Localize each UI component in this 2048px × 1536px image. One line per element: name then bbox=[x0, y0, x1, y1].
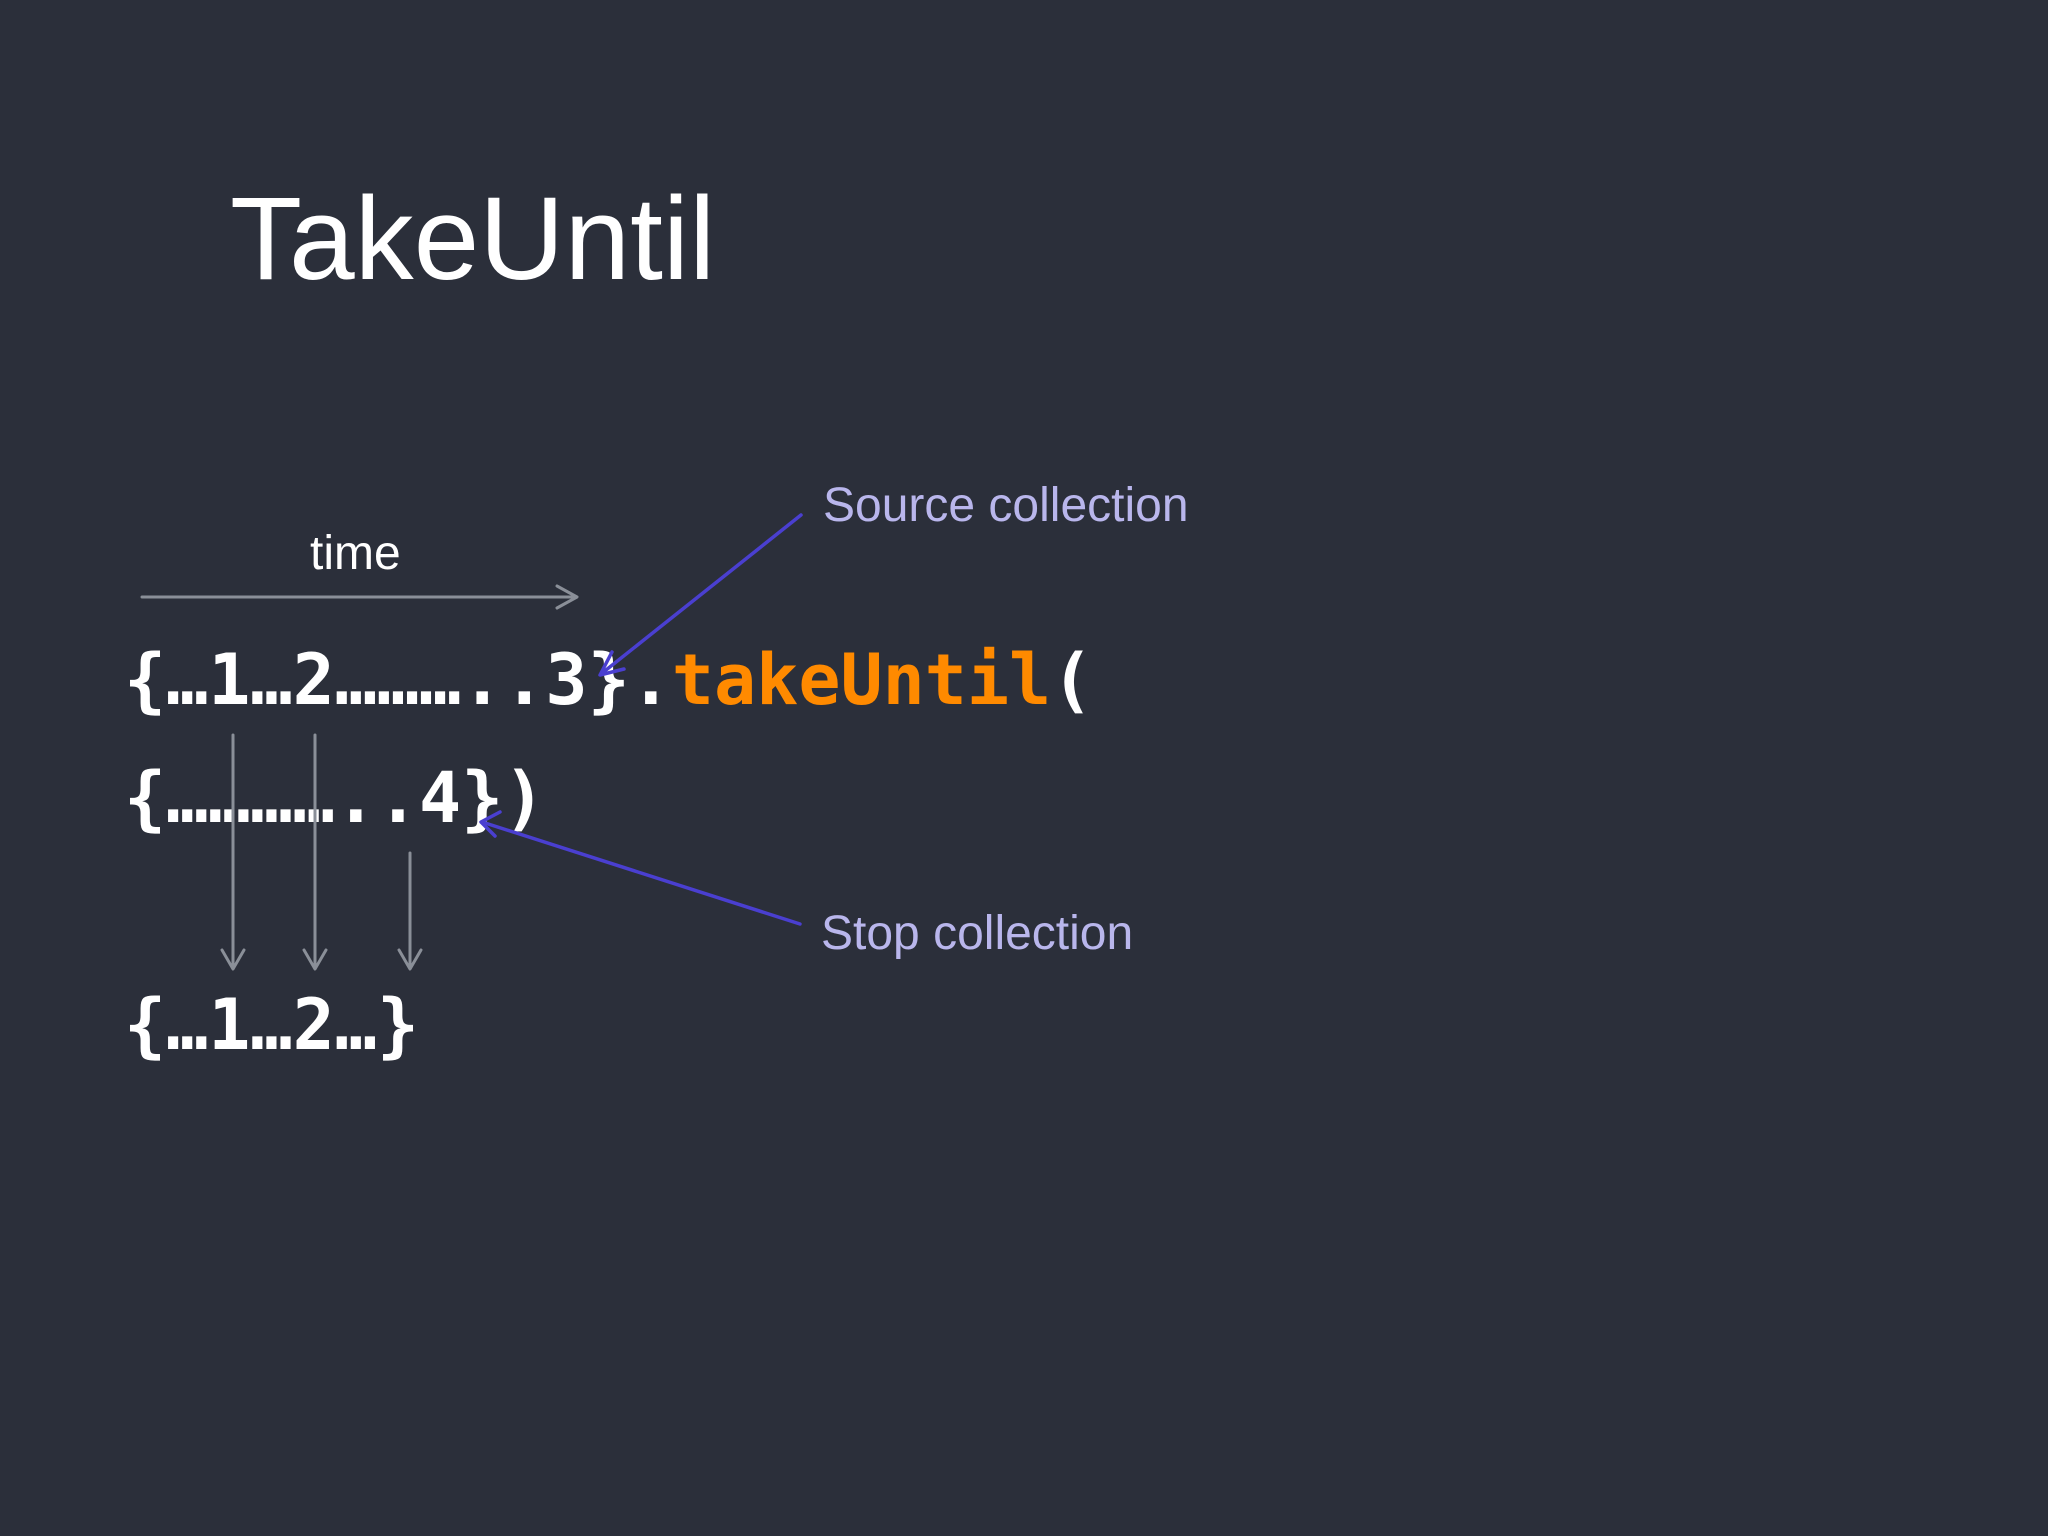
slide-title: TakeUntil bbox=[230, 173, 716, 305]
close-paren: ) bbox=[503, 757, 546, 839]
source-code-line: {…1…2………..3}.takeUntil( bbox=[124, 645, 1093, 715]
stop-collection-label: Stop collection bbox=[821, 907, 1134, 960]
stop-code-line: {…………..4}) bbox=[124, 763, 545, 833]
stop-collection-text: {…………..4} bbox=[124, 757, 504, 839]
take-until-method: takeUntil bbox=[671, 639, 1052, 721]
result-code-line: {…1…2…} bbox=[124, 984, 420, 1066]
open-paren: ( bbox=[1051, 639, 1094, 721]
time-axis-arrow bbox=[140, 584, 579, 610]
source-collection-text: {…1…2………..3} bbox=[124, 639, 630, 721]
complete-arrow bbox=[397, 851, 423, 971]
source-collection-label: Source collection bbox=[823, 479, 1189, 532]
dot-operator: . bbox=[629, 639, 672, 721]
time-axis-label: time bbox=[310, 527, 401, 580]
